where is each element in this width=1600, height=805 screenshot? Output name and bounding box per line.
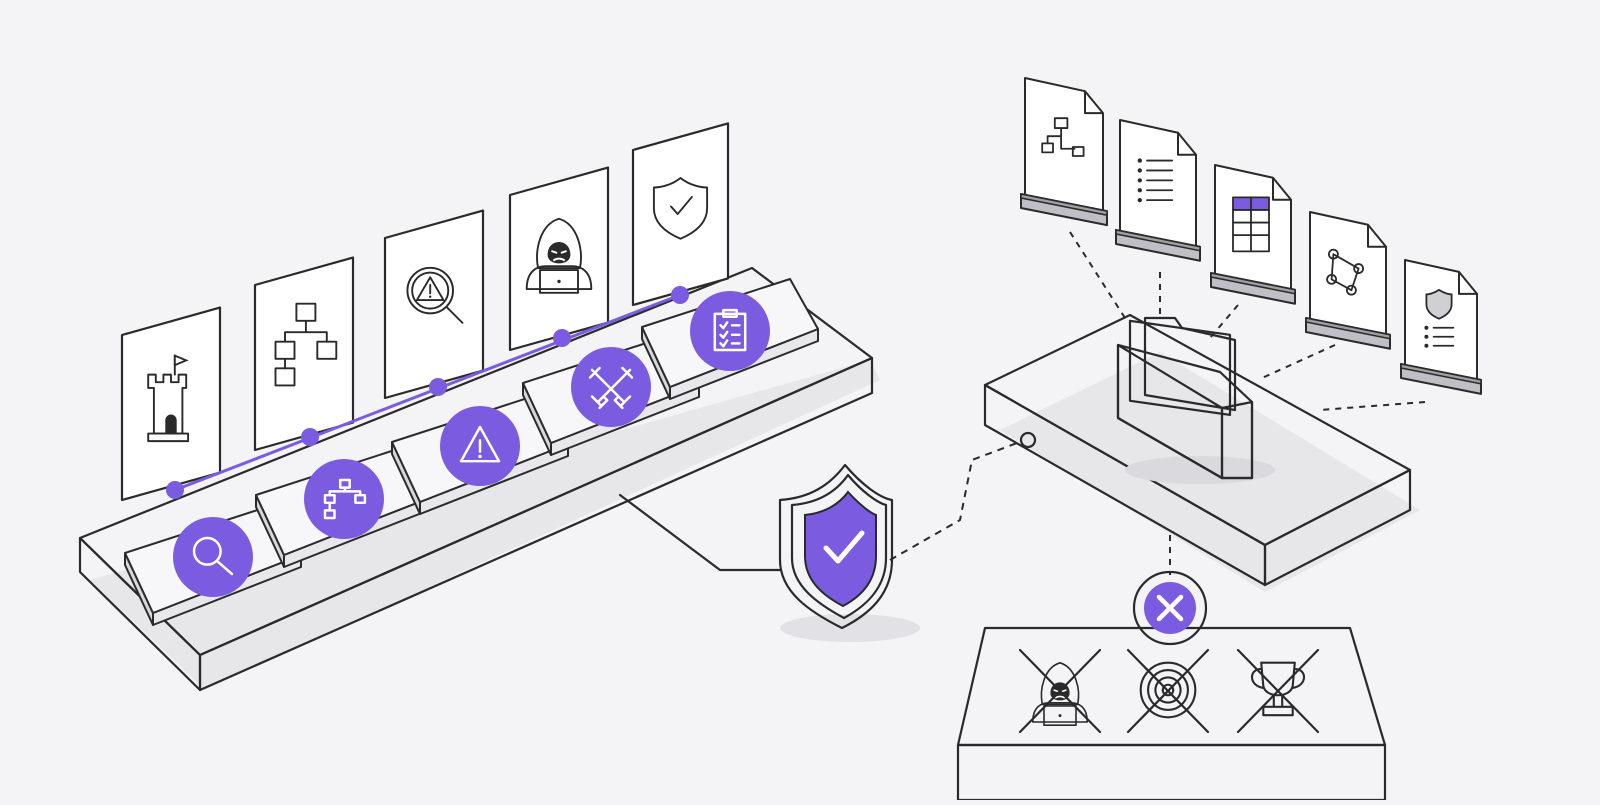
pipeline-panel xyxy=(383,209,485,400)
pipeline-tile xyxy=(255,446,433,568)
timeline-dot xyxy=(671,286,689,304)
repository-document xyxy=(1400,259,1482,395)
list-document-icon xyxy=(1137,158,1174,203)
shield-check-icon xyxy=(823,530,865,564)
repository-document xyxy=(1210,164,1296,305)
pipeline-timeline xyxy=(174,293,681,492)
repository-document xyxy=(1305,211,1391,350)
x-icon xyxy=(1156,594,1184,622)
flowchart-icon xyxy=(274,302,338,387)
trophy-icon xyxy=(1250,661,1306,717)
timeline-dot xyxy=(553,329,571,347)
castle-icon xyxy=(147,354,190,443)
timeline-dot xyxy=(301,428,319,446)
timeline-dot xyxy=(429,378,447,396)
cross-out-mark xyxy=(1126,648,1210,734)
blocked-threats-platform xyxy=(956,626,1387,802)
blocked-status xyxy=(1132,570,1208,646)
graph-document-icon xyxy=(1326,248,1365,296)
pipeline-panel xyxy=(508,166,610,352)
guard-shield xyxy=(778,463,920,642)
connectors xyxy=(618,231,1426,575)
target-icon xyxy=(1139,661,1197,719)
pipeline-tile xyxy=(641,278,819,400)
clipboard-checklist-icon xyxy=(713,308,747,352)
blocked-threat xyxy=(1126,648,1210,734)
pipeline-tiles xyxy=(124,278,819,626)
pipeline-tile xyxy=(124,504,302,626)
cross-out-mark xyxy=(1236,648,1320,734)
warning-icon xyxy=(459,425,501,463)
shield-document-icon xyxy=(1424,288,1455,348)
pipeline-panel xyxy=(631,122,730,307)
pipeline-tile xyxy=(391,393,569,515)
folder-icon xyxy=(1116,316,1275,484)
repository-document xyxy=(1020,77,1108,227)
crossed-swords-icon xyxy=(588,366,634,410)
hierarchy-icon xyxy=(323,478,367,520)
repository-documents xyxy=(1020,77,1482,395)
pipeline-panel xyxy=(253,256,355,452)
table-document-icon xyxy=(1232,196,1270,253)
timeline-dot xyxy=(166,481,184,499)
search-icon xyxy=(192,536,234,576)
magnifier-warning-icon xyxy=(406,266,464,324)
org-chart-document-icon xyxy=(1041,117,1085,157)
repository-document xyxy=(1115,119,1201,262)
pipeline-panels xyxy=(120,122,730,502)
blocked-threat xyxy=(1018,648,1102,734)
blocked-threats xyxy=(1018,648,1320,734)
cross-out-mark xyxy=(1018,648,1102,734)
shield-check-icon xyxy=(652,176,709,240)
hacker-icon xyxy=(525,217,593,294)
repository-platform xyxy=(983,313,1420,592)
pipeline-panel xyxy=(120,306,222,502)
blocked-threat xyxy=(1236,648,1320,734)
timeline-dots xyxy=(166,286,689,499)
